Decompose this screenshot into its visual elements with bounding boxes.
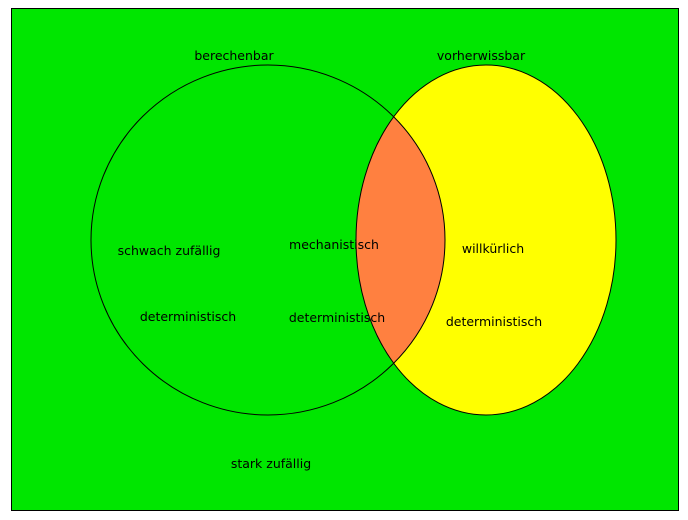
left-set-label: berechenbar	[194, 48, 274, 63]
right-set-label: vorherwissbar	[437, 48, 526, 63]
left-set-outline	[90, 64, 446, 416]
right-region-label: willkürlich	[462, 241, 524, 256]
left-region-sublabel: deterministisch	[140, 309, 236, 324]
intersection-sublabel: deterministisch	[289, 310, 385, 325]
left-region-label: schwach zufällig	[118, 243, 221, 258]
outside-label: stark zufällig	[231, 456, 311, 471]
right-set-outline	[355, 64, 617, 416]
intersection-label: mechanistisch	[289, 237, 379, 252]
right-region-sublabel: deterministisch	[446, 314, 542, 329]
